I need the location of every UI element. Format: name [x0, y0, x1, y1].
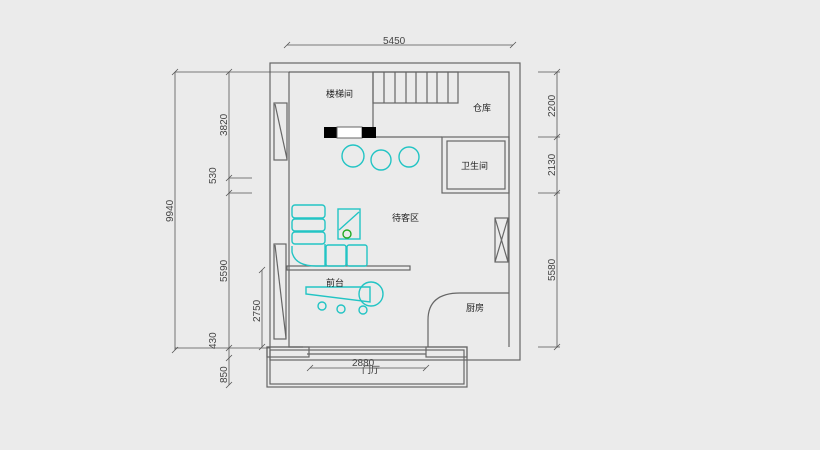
room-label-kitchen: 厨房: [466, 302, 484, 314]
dim-right-3: 5580: [547, 258, 558, 281]
room-label-storage: 仓库: [473, 102, 491, 114]
dim-left-3: 5590: [219, 259, 230, 282]
sofa: [291, 204, 368, 267]
staircase: [372, 71, 459, 104]
dim-inner-left: 2750: [252, 299, 263, 322]
dim-left-total: 9940: [165, 199, 176, 222]
room-label-bathroom: 卫生间: [461, 160, 488, 172]
dim-right-1: 2200: [547, 94, 558, 117]
dim-left-5: 850: [219, 366, 230, 383]
room-label-reception: 前台: [326, 277, 344, 289]
dim-right-2: 2130: [547, 153, 558, 176]
dimension-lines: [171, 41, 561, 389]
walls: [266, 62, 521, 388]
dim-door-width: 2880: [352, 358, 375, 369]
room-label-stairwell: 楼梯间: [326, 88, 353, 100]
dim-left-4: 430: [208, 332, 219, 349]
dim-left-1: 3820: [219, 113, 230, 136]
door-threshold: [324, 126, 376, 139]
reception-desk: [305, 281, 384, 315]
dim-left-2: 530: [208, 167, 219, 184]
room-label-foyer: 门厅: [362, 364, 380, 376]
dim-top-width: 5450: [383, 36, 406, 47]
room-label-waiting-area: 待客区: [392, 212, 419, 224]
stools: [341, 144, 420, 171]
